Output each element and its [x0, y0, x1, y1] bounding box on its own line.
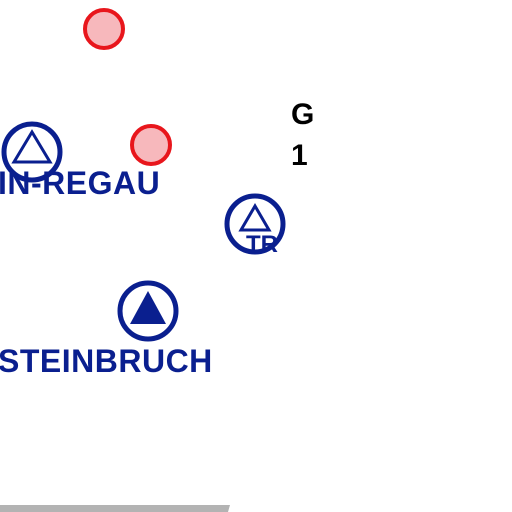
place-label-in-regau[interactable]: IN-REGAU: [0, 165, 161, 201]
road-segment: [0, 505, 230, 512]
grid-marker-number: 1: [291, 139, 308, 172]
triangle-filled-icon[interactable]: [117, 280, 179, 342]
triangle-outline-icon[interactable]: [1, 121, 63, 183]
place-label-steinbruch[interactable]: STEINBRUCH: [0, 343, 213, 379]
red-circle-marker[interactable]: [83, 8, 125, 50]
red-circle-marker[interactable]: [130, 124, 172, 166]
grid-marker-letter: G: [291, 98, 315, 131]
station-code-label: TR: [246, 231, 278, 258]
triangle-outline-icon[interactable]: TR: [224, 193, 286, 258]
